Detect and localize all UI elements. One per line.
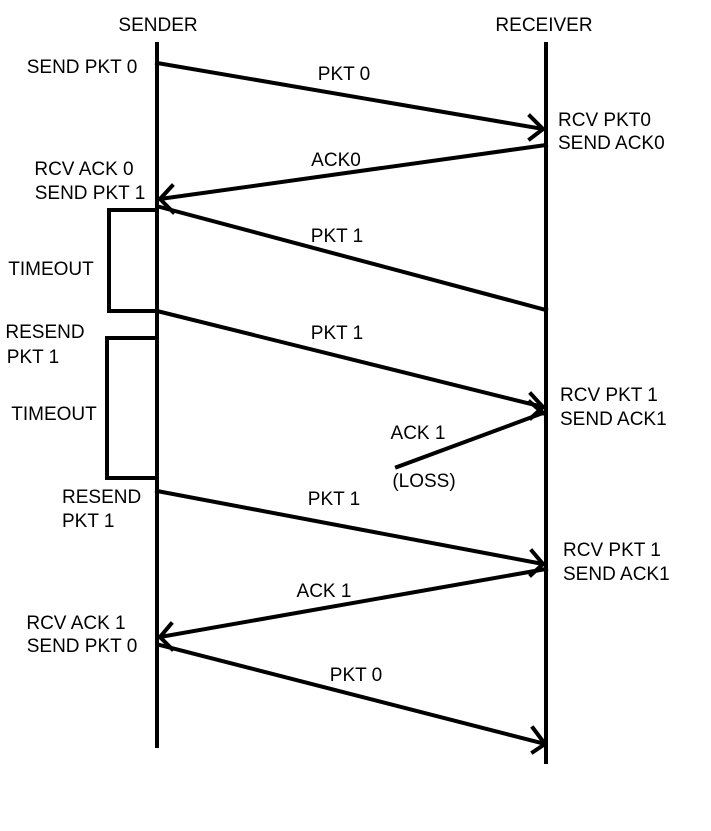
sender-event-rcv-ack1-line1: RCV ACK 1 [26,613,125,634]
timeout-bracket-2 [105,336,159,480]
arrow-head [530,725,548,755]
receiver-event-rcv-pkt1-a-line2: SEND ACK1 [560,409,667,430]
message-label-ack1-lost: ACK 1 [391,423,446,444]
arrow-head [527,113,547,142]
sender-event-timeout-1: TIMEOUT [8,259,94,280]
sender-event-timeout-2: TIMEOUT [11,404,97,425]
message-label-pkt1-resend-2: PKT 1 [308,489,360,510]
message-arrow-line [157,566,549,640]
message-ack1-lost [394,399,546,470]
receiver-event-rcv-pkt1-b-line2: SEND ACK1 [563,564,670,585]
message-label-ack0: ACK0 [311,150,361,171]
sender-event-rcv-ack0-line1: RCV ACK 0 [34,159,133,180]
message-arrow-line [157,642,548,747]
message-pkt1-lost [157,204,549,313]
sender-event-rcv-ack0-line2: SEND PKT 1 [35,183,146,204]
sender-event-send-pkt0: SEND PKT 0 [27,57,138,78]
message-pkt0-1 [154,60,547,142]
receiver-event-rcv-pkt0-line1: RCV PKT0 [558,110,651,131]
receiver-event-rcv-pkt1-a-line1: RCV PKT 1 [560,385,658,406]
message-label-ack1: ACK 1 [297,581,352,602]
receiver-header: RECEIVER [495,15,592,36]
sender-event-resend-1-line2: PKT 1 [7,347,59,368]
sender-event-resend-2-line2: PKT 1 [62,511,114,532]
sender-event-rcv-ack1-line2: SEND PKT 0 [27,636,138,657]
message-arrow-line [154,488,546,567]
sender-event-resend-1-line1: RESEND [5,322,84,343]
message-ack1 [157,566,549,652]
sender-event-resend-2-line1: RESEND [62,487,141,508]
message-arrow-line [394,410,546,470]
receiver-event-rcv-pkt0-line2: SEND ACK0 [558,133,665,154]
message-label-pkt0-2: PKT 0 [330,665,382,686]
message-pkt0-2 [157,642,548,755]
message-arrow-line [154,60,546,132]
message-label-pkt1-resend-1: PKT 1 [311,323,363,344]
arrow-head [527,399,546,416]
message-label-pkt1-lost: PKT 1 [311,226,363,247]
message-arrow-line [157,142,549,202]
message-arrow-line [154,308,546,410]
message-label-pkt0-1: PKT 0 [318,64,370,85]
receiver-event-rcv-pkt1-b-line1: RCV PKT 1 [563,540,661,561]
sender-header: SENDER [118,15,197,36]
timeout-bracket-1 [107,208,159,313]
loss-note: (LOSS) [392,471,455,492]
